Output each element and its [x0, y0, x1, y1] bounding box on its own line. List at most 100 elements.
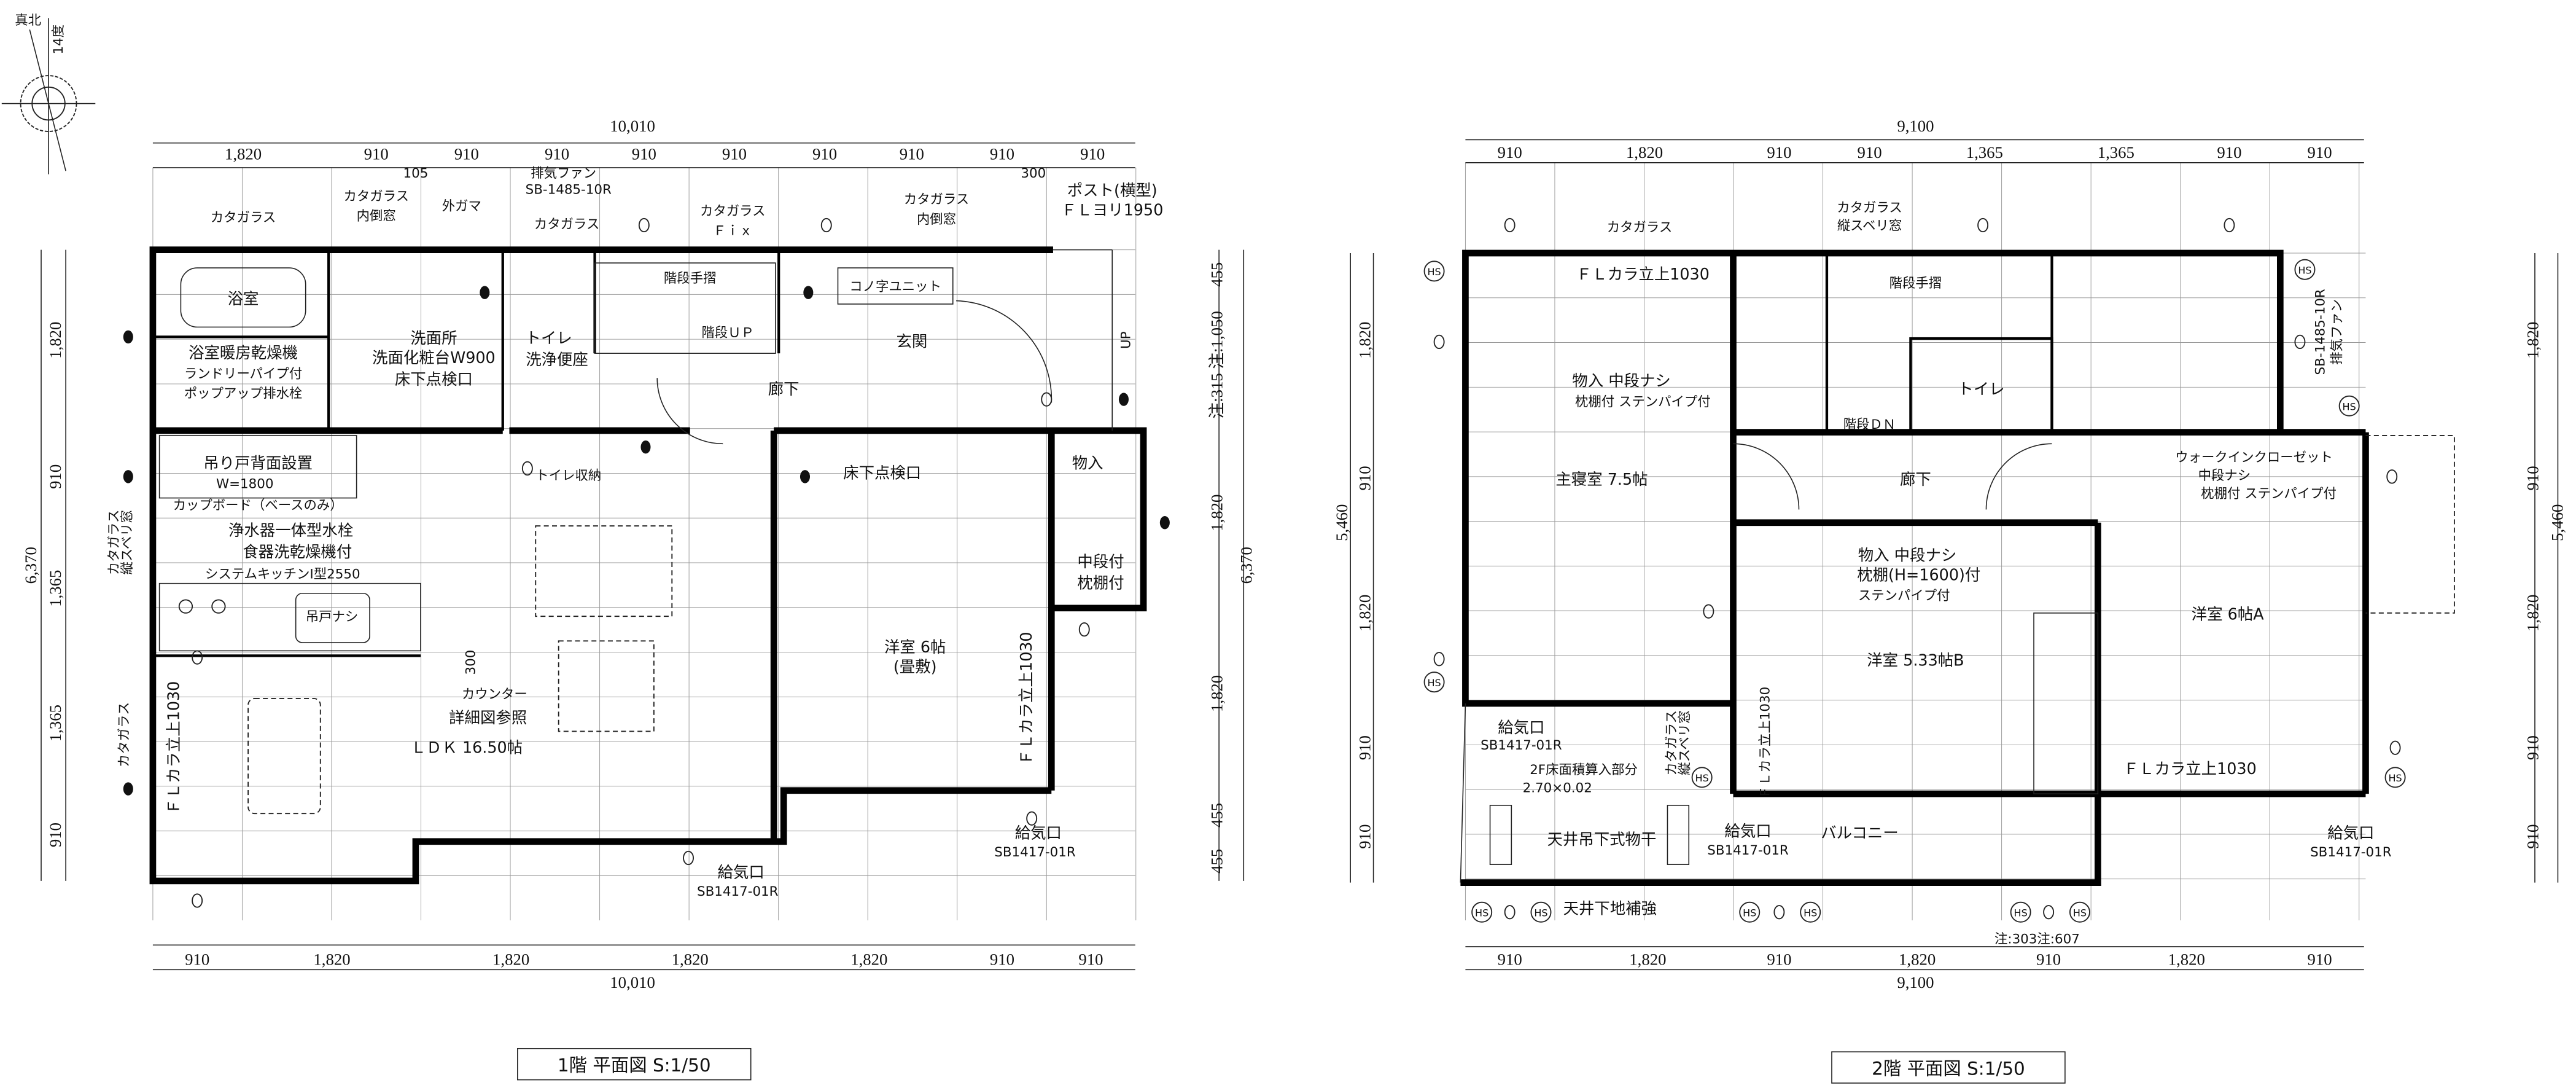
- svg-text:HS: HS: [1743, 907, 1756, 918]
- sofa: [535, 525, 673, 617]
- true-north-label: 真北: [15, 13, 41, 28]
- storage-b-detail: ステンパイプ付: [1858, 588, 1950, 603]
- vanity-label: 洗面化粧台W900: [372, 348, 496, 367]
- floor2-note: 注:303注:607: [1994, 932, 2080, 947]
- washroom-hatch-label: 床下点検口: [395, 370, 473, 388]
- floor1-dim-bottom: 910: [1078, 950, 1103, 968]
- clothes-dryer-hanger: [1667, 805, 1690, 865]
- floor2-hallway-label: 廊下: [1900, 470, 1931, 488]
- hs-symbol: HS: [1423, 671, 1445, 693]
- room-b-label: 洋室 5.33帖B: [1867, 651, 1964, 669]
- grid-lines: [152, 162, 2366, 921]
- floor1-glass-window-label: 内倒窓: [357, 208, 396, 224]
- post-height-label: ＦＬヨリ1950: [1061, 200, 1163, 219]
- floor2-dim-top: 910: [1857, 143, 1881, 162]
- sink: [295, 592, 370, 643]
- floor2-dim-bottom: 910: [1767, 950, 1791, 968]
- clothes-dryer-hanger: [1489, 805, 1512, 865]
- floor2-dim-left: 910: [1355, 466, 1374, 490]
- glass-bath-label: カタガラス: [211, 210, 276, 225]
- stairs: [594, 262, 776, 354]
- post-label: ポスト(横型): [1067, 181, 1158, 199]
- exhaust-fan-label: 排気ファン: [531, 166, 596, 181]
- floor2-dim-right: 910: [2523, 735, 2542, 760]
- floor1-dim-top: 910: [545, 144, 569, 163]
- fl-wall-label: ＦＬカラ立上1030: [2123, 759, 2257, 778]
- floor2-dim-left: 910: [1355, 824, 1374, 849]
- floor2-dim-bottom: 1,820: [1629, 950, 1666, 968]
- fl-wall-label: ＦＬカラ立上1030: [165, 681, 183, 815]
- floor1-dim-300: 300: [1021, 166, 1046, 181]
- kitchen-faucet-label: 浄水器一体型水栓: [228, 521, 353, 539]
- floor2-dim-bottom: 1,820: [2168, 950, 2205, 968]
- floor2-dim-top: 910: [1498, 143, 1522, 162]
- entrance-door-swing: [956, 300, 1053, 403]
- floor1-hallway-label: 廊下: [768, 380, 800, 398]
- floor-area-note: 2F床面積算入部分: [1530, 762, 1638, 778]
- floor2-dim-right: 910: [2523, 824, 2542, 849]
- compass: 真北 14度: [1, 13, 96, 174]
- floor1-total-width-bottom: 10,010: [610, 973, 655, 992]
- floor1-dim-right: 1,820: [1207, 675, 1226, 712]
- floor1-glass-window-label: 内倒窓: [917, 212, 956, 227]
- floor1-dim-bottom: 1,820: [850, 950, 887, 968]
- air-inlet-label: 給気口: [2327, 823, 2374, 842]
- no-wall-cabinet-label: 吊戸ナシ: [306, 609, 359, 625]
- dining-table: [247, 698, 321, 815]
- storage-shelf-label: 枕棚付: [1077, 574, 1124, 592]
- floor2-dim-top: 910: [1767, 143, 1791, 162]
- floor1-dim-left: 910: [46, 464, 64, 489]
- floor2-dim-bottom: 910: [2307, 950, 2332, 968]
- svg-text:HS: HS: [2388, 772, 2402, 784]
- air-inlet-label: 給気口: [1724, 822, 1771, 840]
- floor2-dimension-lines: [1350, 139, 2559, 971]
- ceiling-reinforce-label: 天井下地補強: [1563, 899, 1657, 917]
- popup-drain-label: ポップアップ排水栓: [184, 386, 303, 401]
- floor1-storage-label: 物入: [1072, 453, 1103, 472]
- floor1-dim-right: 455: [1207, 262, 1226, 287]
- floor-hatch-label: 床下点検口: [843, 463, 921, 482]
- floor2-exhaust-fan-model: SB-1485-10R: [2313, 289, 2329, 375]
- floor1-dim-right: 455: [1207, 803, 1226, 828]
- bathroom-label: 浴室: [228, 289, 259, 308]
- u-unit-label: コノ字ユニット: [849, 280, 941, 295]
- floor2-dim-left: 1,820: [1355, 322, 1374, 359]
- counter-300-dim: 300: [463, 650, 478, 675]
- balcony-label: バルコニー: [1821, 823, 1899, 842]
- floor1-dim-top: 910: [454, 144, 479, 163]
- floor2-toilet-label: トイレ: [1958, 380, 2004, 398]
- glass-slide-window-label: カタガラス: [107, 510, 122, 576]
- washroom-label: 洗面所: [410, 329, 457, 347]
- floor1-dim-left: 1,365: [46, 570, 64, 607]
- glass-slide-top-label: 縦スベリ窓: [1837, 219, 1902, 234]
- floor1-dim-left: 1,820: [46, 322, 64, 359]
- floor1-roof-outline: [2365, 434, 2455, 614]
- hs-symbol: HS: [2338, 395, 2360, 417]
- north-angle-label: 14度: [51, 25, 66, 55]
- air-inlet-model: SB1417-01R: [697, 884, 779, 899]
- floor1-dim-left: 1,365: [46, 705, 64, 742]
- walk-in-closet-detail: 中段ナシ: [2198, 468, 2251, 483]
- washlet-label: 洗浄便座: [526, 350, 588, 369]
- floor1-dim-top: 910: [364, 144, 389, 163]
- floor1-dim-right: 455: [1207, 849, 1226, 874]
- master-bedroom-label: 主寝室 7.5帖: [1555, 470, 1648, 488]
- true-north-line: [29, 29, 66, 171]
- floor1-title-box: [517, 1047, 752, 1081]
- stair-up-label: 階段ＵＰ: [701, 325, 754, 340]
- floor1-dim-top: 910: [812, 144, 837, 163]
- floor2-stair-handrail-label: 階段手摺: [1889, 276, 1942, 291]
- ldk-label: ＬＤＫ 16.50帖: [411, 738, 523, 756]
- floor1-dim-bottom: 910: [185, 950, 209, 968]
- glass-slide-top-label: カタガラス: [1837, 200, 1902, 216]
- floor2-dim-left: 1,820: [1355, 595, 1374, 632]
- hs-symbol: HS: [2294, 259, 2316, 280]
- master-storage-detail: 枕棚付 ステンパイプ付: [1575, 394, 1711, 410]
- floor2-dim-top: 1,365: [1966, 143, 2003, 162]
- svg-text:HS: HS: [2014, 907, 2028, 918]
- floor1-dimension-lines: [41, 142, 1245, 971]
- glass-top-label: カタガラス: [1607, 220, 1673, 235]
- air-inlet-model: SB1417-01R: [2310, 845, 2392, 860]
- floor2-markers: [1433, 217, 2401, 920]
